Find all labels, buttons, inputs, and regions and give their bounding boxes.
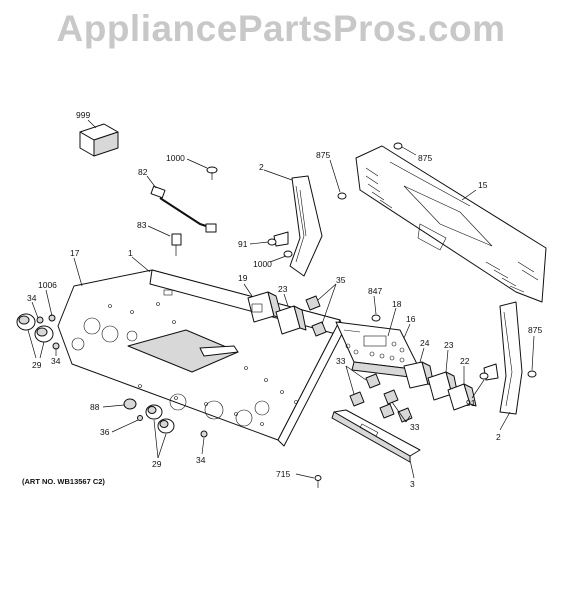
part-1000-screw-b[interactable] [283, 250, 293, 258]
callout-715: 715 [276, 469, 290, 479]
callout-16: 16 [406, 314, 416, 324]
part-91-screw-b[interactable] [479, 372, 489, 380]
part-88-clip[interactable] [123, 398, 137, 410]
callout-2-top: 2 [259, 162, 264, 172]
part-34-spring-b[interactable] [52, 342, 60, 350]
callout-82: 82 [138, 167, 148, 177]
callout-23-right: 23 [444, 340, 454, 350]
callout-33-lower: 33 [410, 422, 420, 432]
callout-1: 1 [128, 248, 133, 258]
callout-91-right: 91 [466, 398, 476, 408]
part-24-switch[interactable] [403, 361, 435, 389]
callout-17: 17 [70, 248, 80, 258]
part-23-switch-a[interactable] [275, 305, 307, 335]
part-1-control-panel[interactable] [57, 269, 345, 447]
part-33-insert-d[interactable] [379, 403, 395, 419]
watermark-text: AppliancePartsPros.com [56, 8, 506, 49]
part-34-spring-c[interactable] [200, 430, 208, 438]
callout-3: 3 [410, 479, 415, 489]
callout-24: 24 [420, 338, 430, 348]
part-16-control-board[interactable] [335, 321, 421, 379]
part-875-screw-c[interactable] [527, 370, 537, 378]
part-83-switch[interactable] [171, 233, 182, 256]
callout-33-upper: 33 [336, 356, 346, 366]
part-715-screw[interactable] [314, 475, 322, 489]
callout-875-right: 875 [528, 325, 542, 335]
part-29-knob-b[interactable] [34, 325, 54, 343]
callout-875-top: 875 [316, 150, 330, 160]
callout-29-left: 29 [32, 360, 42, 370]
part-3-trim-strip[interactable] [331, 409, 421, 463]
part-33-insert-a[interactable] [365, 373, 381, 389]
art-number: (ART NO. WB13567 C2) [22, 477, 105, 486]
callout-19: 19 [238, 273, 248, 283]
callout-34-left-top: 34 [27, 293, 37, 303]
part-875-screw-a[interactable] [337, 192, 347, 200]
part-2-end-cap-left[interactable] [273, 175, 323, 277]
part-29-knob-a[interactable] [16, 313, 36, 331]
part-33-insert-c[interactable] [383, 389, 399, 405]
part-999-box[interactable] [79, 123, 119, 157]
callout-847: 847 [368, 286, 382, 296]
part-22-switch[interactable] [447, 383, 477, 411]
callout-1000-top: 1000 [166, 153, 185, 163]
part-35-insert-a[interactable] [305, 295, 321, 311]
callout-35: 35 [336, 275, 346, 285]
callout-18: 18 [392, 299, 402, 309]
callout-91-left: 91 [238, 239, 248, 249]
part-35-insert-b[interactable] [311, 321, 327, 337]
callout-83: 83 [137, 220, 147, 230]
callout-29-bottom: 29 [152, 459, 162, 469]
callout-875-right-top: 875 [418, 153, 432, 163]
callout-22: 22 [460, 356, 470, 366]
callout-36: 36 [100, 427, 110, 437]
part-15-rear-panel[interactable] [355, 145, 547, 303]
callout-88: 88 [90, 402, 100, 412]
part-36-spring[interactable] [137, 415, 143, 421]
part-29-knob-c[interactable] [145, 404, 163, 420]
part-1000-screw[interactable] [206, 166, 218, 180]
callout-1000-mid: 1000 [253, 259, 272, 269]
part-2-end-cap-right[interactable] [483, 301, 523, 415]
callout-15: 15 [478, 180, 488, 190]
part-29-knob-d[interactable] [157, 418, 175, 434]
part-91-screw-a[interactable] [267, 238, 277, 246]
part-875-screw-b[interactable] [393, 142, 403, 150]
part-847-screw[interactable] [371, 314, 381, 322]
callout-999: 999 [76, 110, 90, 120]
part-33-insert-e[interactable] [397, 407, 413, 423]
part-33-insert-b[interactable] [349, 391, 365, 407]
callout-23-mid: 23 [278, 284, 288, 294]
callout-34-bottom: 34 [196, 455, 206, 465]
part-82-wire-harness[interactable] [150, 185, 217, 233]
callout-34-left-bottom: 34 [51, 356, 61, 366]
callout-1006: 1006 [38, 280, 57, 290]
callout-2-right: 2 [496, 432, 501, 442]
part-34-spring-a[interactable] [36, 316, 44, 324]
